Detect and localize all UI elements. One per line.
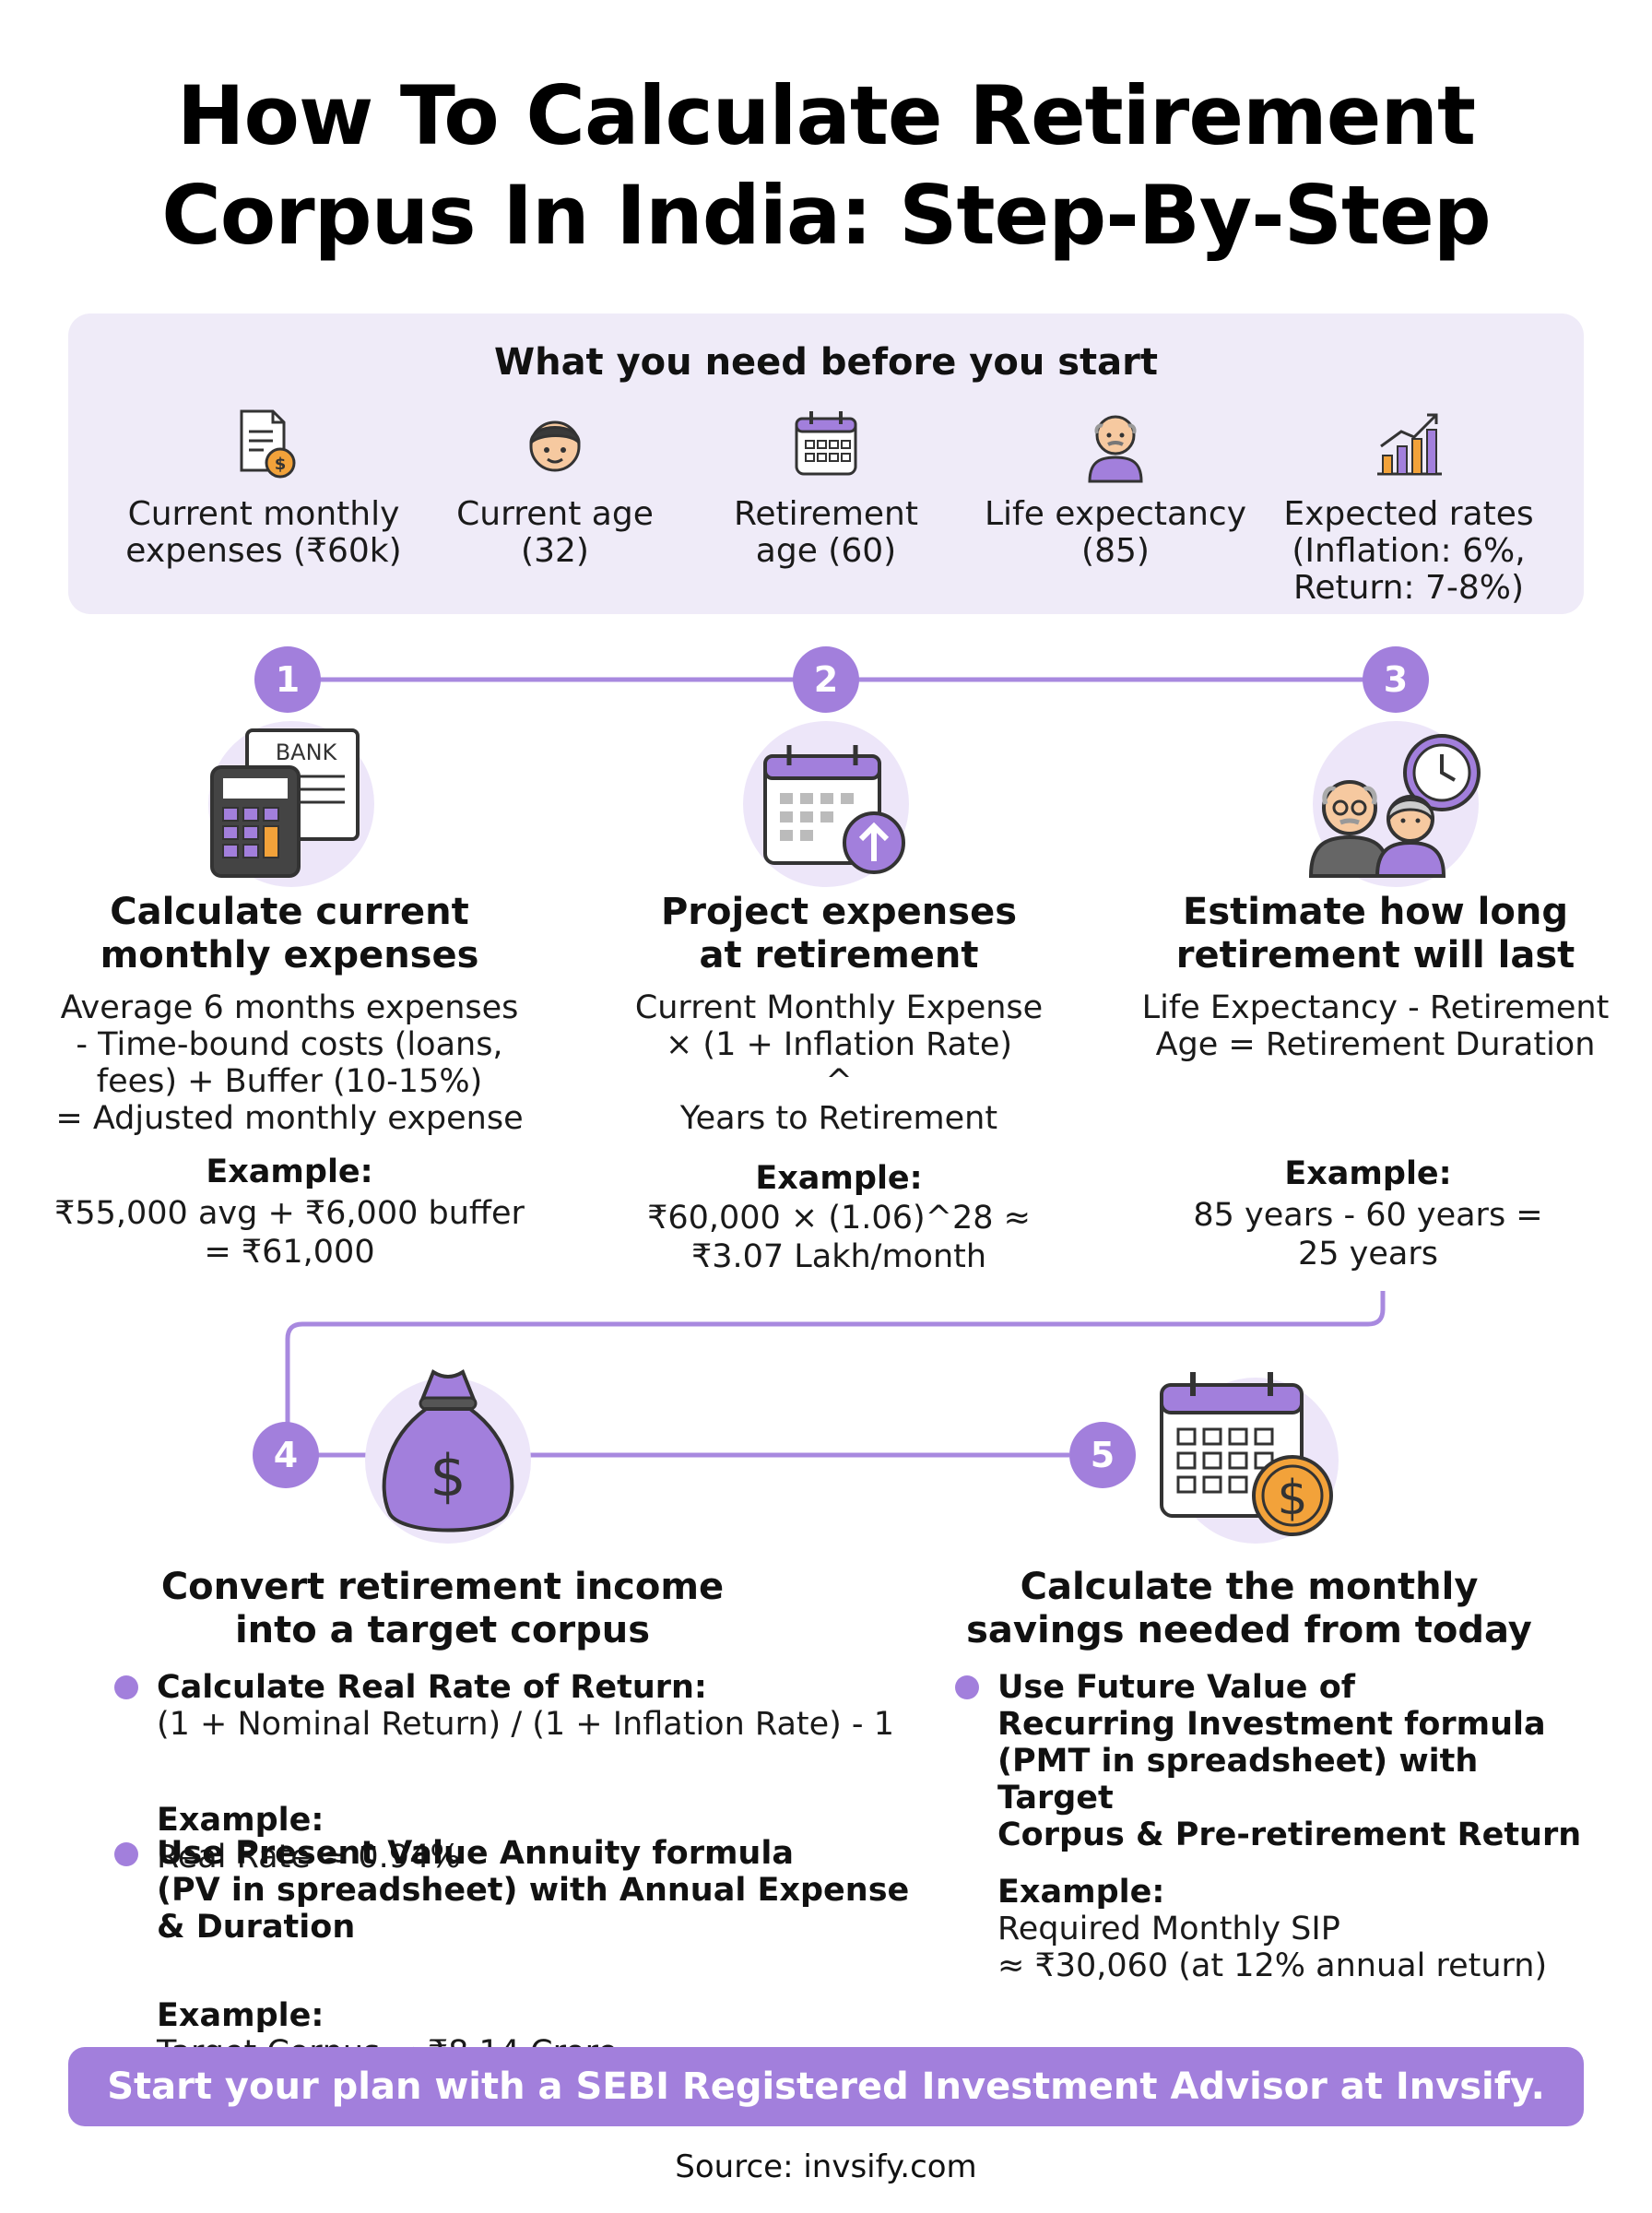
step-3-description: Life Expectancy - Retirement Age = Retir… [1141,989,1610,1063]
step-1-example-label: Example: [206,1154,373,1190]
step-3-example: 85 years - 60 years = 25 years [1193,1197,1543,1272]
svg-text:$: $ [275,455,287,474]
money-bag-icon: $ [382,1369,514,1533]
prerequisites-heading: What you need before you start [493,341,1159,384]
step-4-bullet-1-example: Example: Real Rate ≈ 0.94% [157,1765,894,1876]
step-4-bullet-2-dot [114,1842,138,1866]
step-number-5: 5 [1069,1422,1136,1488]
document-rupee-icon: $ [240,409,296,479]
step-2-example: ₹60,000 × (1.06)^28 ≈ ₹3.07 Lakh/month [647,1200,1031,1275]
step-5-title: Calculate the monthly savings needed fro… [966,1566,1532,1651]
elderly-couple-clock-icon [1308,734,1481,878]
source-credit: Source: invsify.com [675,2148,977,2185]
svg-text:$: $ [430,1442,466,1509]
step-4-bullet-2-heading: Use Present Value Annuity formula (PV in… [157,1835,910,1946]
step-5-bullet-1-example: Example: Required Monthly SIP ≈ ₹30,060 … [997,1837,1587,1984]
step-5-bullet-1-example-value: Required Monthly SIP ≈ ₹30,060 (at 12% a… [997,1911,1548,1984]
step-number-1: 1 [254,646,321,713]
step-2-example-label: Example: [755,1160,923,1197]
step-4-bullet-1-example-label: Example: [157,1802,324,1839]
prereq-label-expenses: Current monthly expenses (₹60k) [125,495,402,570]
person-face-icon [529,420,581,472]
calendar-icon [795,411,857,476]
step-4-bullet-1-dot [114,1675,138,1699]
step-5-bullet-1-heading: Use Future Value of Recurring Investment… [997,1669,1582,1853]
step-5-bullet-1-example-label: Example: [997,1874,1165,1911]
cta-banner[interactable]: Start your plan with a SEBI Registered I… [68,2047,1584,2126]
step-3-title: Estimate how long retirement will last [1175,891,1575,976]
step-4-bullet-1-example-value: Real Rate ≈ 0.94% [157,1839,461,1876]
prereq-label-retirement-age: Retirement age (60) [734,495,918,570]
step-4-bullet-1-formula: (1 + Nominal Return) / (1 + Inflation Ra… [157,1706,894,1743]
calendar-coin-icon: $ [1160,1372,1333,1536]
prereq-label-expected-rates: Expected rates (Inflation: 6%, Return: 7… [1283,495,1534,607]
page-title: How To Calculate Retirement Corpus In In… [161,68,1492,263]
growth-chart-icon [1377,413,1442,476]
step-number-2: 2 [793,646,859,713]
prereq-label-life-expectancy: Life expectancy (85) [984,495,1247,570]
prereq-item-expenses: $ Current monthly expenses (₹60k) [125,406,402,570]
prereq-item-expected-rates: Expected rates (Inflation: 6%, Return: 7… [1270,406,1547,607]
elderly-person-icon [1088,415,1143,483]
step-4-title: Convert retirement income into a target … [160,1566,725,1651]
step-number-3: 3 [1363,646,1429,713]
step-2-description: Current Monthly Expense × (1 + Inflation… [634,989,1044,1137]
step-2-title: Project expenses at retirement [660,891,1018,976]
step-1-example: ₹55,000 avg + ₹6,000 buffer = ₹61,000 [54,1195,525,1271]
calendar-up-arrow-icon [763,745,905,874]
step-3-example-label: Example: [1284,1155,1452,1192]
prereq-item-life-expectancy: Life expectancy (85) [977,406,1254,570]
step-number-4: 4 [253,1422,319,1488]
prereq-item-retirement-age: Retirement age (60) [688,406,964,570]
step-5-bullet-1-dot [955,1675,979,1699]
prereq-label-age: Current age (32) [456,495,654,570]
svg-text:$: $ [1277,1471,1307,1526]
step-1-description: Average 6 months expenses - Time-bound c… [55,989,524,1137]
prereq-item-age: Current age (32) [417,406,693,570]
step-4-bullet-2-example-label: Example: [157,1997,324,2034]
bank-label: BANK [276,740,338,765]
calculator-bank-icon: BANK [210,728,360,878]
step-1-title: Calculate current monthly expenses [100,891,479,976]
step-4-bullet-1-heading: Calculate Real Rate of Return: [157,1669,707,1706]
